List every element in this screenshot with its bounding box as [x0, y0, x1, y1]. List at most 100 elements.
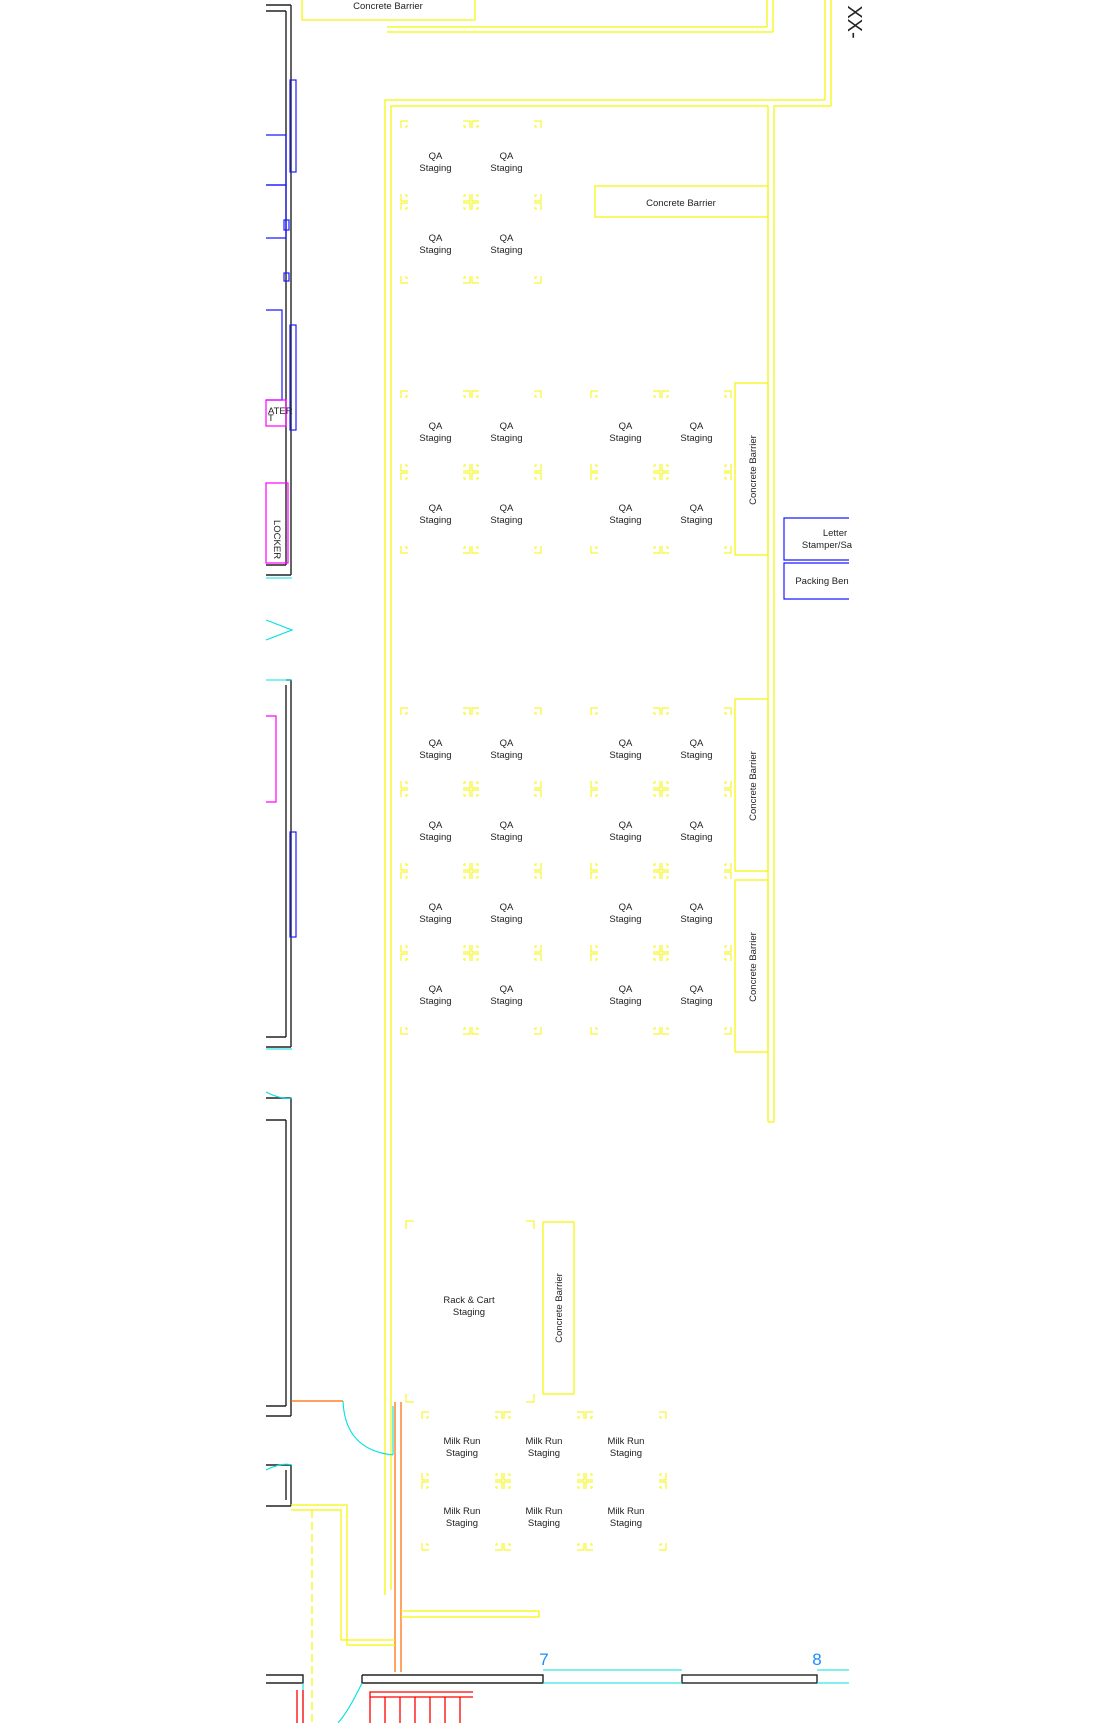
staging-corner-mark: [534, 945, 542, 953]
staging-corner-mark: [534, 120, 542, 128]
qa-staging-line1: QA: [619, 902, 633, 913]
staging-corner-mark: [508, 1543, 511, 1546]
staging-corner-mark: [595, 464, 598, 467]
staging-corner-mark: [471, 945, 479, 953]
qa-staging-line2: Staging: [490, 433, 522, 444]
qa-staging-line2: Staging: [419, 163, 451, 174]
staging-corner-mark: [534, 202, 542, 210]
staging-corner-mark: [724, 395, 727, 398]
staging-corner-mark: [577, 1473, 585, 1481]
staging-corner-mark: [724, 945, 727, 948]
staging-corner-mark: [405, 794, 408, 797]
staging-corner-mark: [463, 794, 466, 797]
staging-corner-mark: [400, 1027, 408, 1035]
staging-corner-mark: [400, 945, 408, 953]
qa-staging-line2: Staging: [609, 996, 641, 1007]
staging-corner-mark: [471, 546, 479, 554]
staging-corner-mark: [653, 477, 656, 480]
staging-corner-mark: [463, 276, 471, 284]
staging-corner-mark: [653, 789, 661, 797]
staging-corner-mark: [534, 781, 537, 784]
staging-corner-mark: [595, 395, 598, 398]
staging-corner-mark: [590, 945, 598, 953]
staging-corner-mark: [577, 1543, 580, 1546]
concrete-barriers: Concrete Barrier Concrete Barrier Concre…: [542, 185, 769, 1395]
grid-ref-label: XX-: [843, 5, 865, 38]
staging-corner-mark: [595, 1027, 598, 1030]
staging-corner-mark: [653, 546, 656, 549]
staging-corner-mark: [534, 464, 537, 467]
milk-run-staging-line1: Milk Run: [444, 1506, 481, 1517]
staging-corner-mark: [463, 707, 471, 715]
staging-corner-mark: [595, 477, 598, 480]
staging-corner-mark: [666, 781, 669, 784]
staging-corner-mark: [534, 276, 537, 279]
qa-staging-line1: QA: [500, 738, 514, 749]
staging-corner-mark: [534, 1027, 537, 1030]
qa-staging-line1: QA: [500, 233, 514, 244]
staging-corner-mark: [495, 1481, 503, 1489]
qa-staging-line1: QA: [429, 902, 443, 913]
staging-corner-mark: [653, 472, 661, 480]
staging-corner-mark: [476, 1027, 479, 1030]
qa-staging-line2: Staging: [419, 515, 451, 526]
water-label: ATER: [268, 406, 293, 417]
staging-corner-mark: [471, 472, 479, 480]
staging-corner-mark: [661, 953, 669, 961]
staging-corner-mark: [463, 125, 466, 128]
qa-staging-line1: QA: [690, 421, 704, 432]
staging-corner-mark: [534, 464, 542, 472]
staging-corner-mark: [405, 125, 408, 128]
staging-corner-mark: [495, 1543, 498, 1546]
staging-corner-mark: [405, 863, 408, 866]
rack-label-2: Staging: [453, 1307, 485, 1318]
staging-corner-mark: [476, 876, 479, 879]
staging-corner-mark: [595, 794, 598, 797]
staging-corner-mark: [590, 1473, 593, 1476]
staging-corner-mark: [421, 1411, 429, 1419]
lockers: ATER T LOCKER: [265, 399, 293, 803]
staging-corner-mark: [400, 194, 408, 202]
staging-corner-mark: [724, 472, 732, 480]
staging-corner-mark: [666, 876, 669, 879]
staging-corner-mark: [463, 120, 471, 128]
barrier-1-label: Concrete Barrier: [646, 198, 716, 209]
staging-corner-mark: [405, 395, 408, 398]
staging-corner-mark: [577, 1473, 580, 1476]
staging-corner-mark: [661, 472, 669, 480]
staging-corner-mark: [653, 781, 661, 789]
staging-corner-mark: [666, 395, 669, 398]
staging-corner-mark: [534, 863, 542, 871]
bottom-area: 7 8: [266, 1400, 849, 1723]
staging-corner-mark: [659, 1473, 667, 1481]
staging-corner-mark: [661, 863, 669, 871]
wall-equipment: [266, 79, 297, 938]
staging-corner-mark: [577, 1411, 585, 1419]
barrier-2-label: Concrete Barrier: [748, 435, 759, 505]
left-doors: [265, 577, 294, 1471]
staging-corner-mark: [534, 945, 537, 948]
staging-corner-mark: [534, 712, 537, 715]
staging-corner-mark: [534, 194, 537, 197]
staging-corner-mark: [661, 707, 669, 715]
staging-corner-mark: [653, 863, 661, 871]
qa-staging-line2: Staging: [609, 750, 641, 761]
qa-staging-line2: Staging: [419, 433, 451, 444]
staging-corner-mark: [590, 464, 598, 472]
staging-corner-mark: [463, 945, 471, 953]
staging-corner-mark: [585, 1411, 593, 1419]
staging-corner-mark: [724, 707, 732, 715]
staging-corner-mark: [476, 395, 479, 398]
staging-corner-mark: [463, 464, 466, 467]
staging-corner-mark: [659, 1543, 662, 1546]
left-wall: [266, 4, 292, 1507]
right-equipment: Letter Stamper/Sa Packing Ben: [783, 517, 853, 600]
staging-corner-mark: [463, 207, 466, 210]
staging-corner-mark: [577, 1543, 585, 1551]
staging-corner-mark: [503, 1473, 511, 1481]
staging-corner-mark: [590, 1543, 593, 1546]
qa-staging-line2: Staging: [490, 914, 522, 925]
staging-corner-mark: [534, 707, 542, 715]
staging-corner-mark: [463, 1027, 466, 1030]
qa-staging-line2: Staging: [680, 832, 712, 843]
